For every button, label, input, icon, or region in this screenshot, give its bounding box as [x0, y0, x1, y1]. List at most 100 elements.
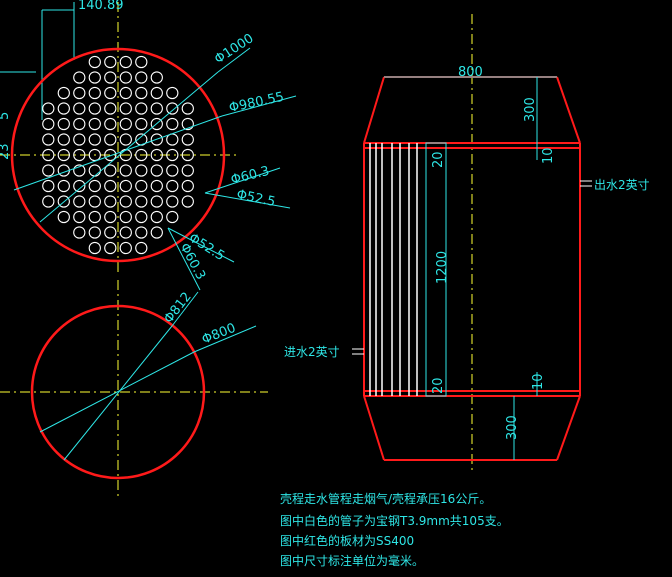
leader-tube-inner — [204, 192, 291, 209]
left-partial-label-1: 5 — [0, 112, 12, 120]
tube-hole — [135, 164, 148, 177]
top-cone-right — [556, 76, 581, 144]
tube-hole-grid — [42, 55, 194, 255]
label-top-gap: 10 — [541, 147, 556, 164]
label-bottom-plate: 20 — [431, 377, 446, 394]
tube-hole — [88, 179, 101, 193]
tube-hole — [104, 226, 117, 239]
tube-bundle — [369, 143, 418, 396]
tube-hole — [181, 195, 194, 208]
tube-hole — [119, 71, 132, 84]
tube-hole — [150, 195, 163, 208]
shell-end-view: Φ812 Φ800 — [0, 280, 268, 500]
tube-hole — [57, 179, 70, 193]
tube-hole — [104, 102, 117, 115]
tube-hole — [166, 195, 179, 208]
tube-hole — [104, 71, 117, 84]
tube-hole — [88, 86, 101, 100]
label-bottom-cone: 300 — [505, 415, 520, 440]
tube-hole — [73, 210, 86, 224]
tube-hole — [119, 179, 132, 193]
tube-hole — [104, 210, 117, 224]
note-line-3: 图中红色的板材为SS400 — [280, 533, 414, 548]
tube-hole — [135, 86, 148, 100]
tube-hole — [57, 210, 70, 224]
tube-hole — [73, 133, 86, 146]
tube-hole — [73, 226, 86, 239]
leader-d-inner-tail — [221, 95, 297, 117]
label-tube-inner: Φ52.5 — [235, 187, 276, 210]
label-d-outer: Φ1000 — [212, 31, 257, 67]
label-outlet: 出水2英寸 — [594, 178, 650, 192]
tube-hole — [150, 71, 163, 84]
tube-hole — [57, 148, 70, 162]
tube-hole — [42, 179, 55, 193]
tube-hole — [88, 148, 101, 162]
tube-hole — [119, 195, 132, 208]
tube-hole — [104, 86, 117, 100]
tube-hole — [88, 55, 101, 69]
notes-block: 壳程走水管程走烟气/壳程承压16公斤。 图中白色的管子为宝钢T3.9mm共105… — [280, 491, 509, 568]
leader-tube-outer-b — [167, 227, 201, 291]
tube-hole — [150, 210, 163, 224]
tube-hole — [150, 164, 163, 177]
tube-hole — [88, 102, 101, 115]
label-shell-a: Φ812 — [161, 290, 194, 327]
tube-hole — [57, 133, 70, 146]
tube-hole — [88, 195, 101, 208]
tube-hole — [150, 117, 163, 131]
tube-sheet-view: 140.89 5 23 Φ1000 Φ980.55 Φ60.3 Φ52.5 Φ5… — [0, 0, 297, 291]
tube-hole — [73, 164, 86, 177]
tube-hole — [57, 195, 70, 208]
tube-hole — [73, 148, 86, 162]
leader-shell-a-tail — [171, 291, 199, 327]
tube-hole — [135, 210, 148, 224]
label-top-cone: 300 — [523, 97, 538, 122]
leader-tube-outer — [204, 167, 281, 194]
tube-hole — [104, 55, 117, 69]
tube-hole — [73, 71, 86, 84]
tube-hole — [104, 179, 117, 193]
tube-hole — [135, 195, 148, 208]
tube-hole — [119, 210, 132, 224]
leader-d-outer — [39, 71, 219, 223]
tube-hole — [42, 117, 55, 131]
tube-hole — [135, 102, 148, 115]
tube-hole — [119, 102, 132, 115]
leader-tube-inner-b — [167, 227, 235, 263]
tube-hole — [88, 241, 101, 255]
tube-hole — [119, 241, 132, 255]
leader-shell-a — [63, 325, 173, 461]
leader-d-outer-tail — [217, 47, 251, 73]
tube-hole — [135, 179, 148, 193]
tube-hole — [104, 241, 117, 255]
top-dim-label: 140.89 — [78, 0, 124, 13]
bottom-cone-right — [556, 395, 581, 461]
tube-hole — [42, 164, 55, 177]
tube-hole — [181, 148, 194, 162]
tube-hole — [181, 102, 194, 115]
label-tube-length: 1200 — [435, 251, 450, 284]
tube-hole — [42, 148, 55, 162]
label-d-inner: Φ980.55 — [228, 90, 286, 116]
tube-hole — [73, 86, 86, 100]
tube-hole — [135, 226, 148, 239]
label-top-plate: 20 — [431, 151, 446, 168]
tube-hole — [181, 179, 194, 193]
tube-hole — [150, 226, 163, 239]
side-elevation-view: 800 300 20 10 1200 20 10 300 出水2英寸 进水2英寸 — [284, 14, 650, 470]
tube-hole — [57, 117, 70, 131]
tube-hole — [166, 148, 179, 162]
tube-hole — [42, 133, 55, 146]
label-tube-outer: Φ60.3 — [229, 164, 271, 188]
shell-end-circle — [30, 304, 206, 480]
tube-hole — [119, 133, 132, 146]
tube-hole — [135, 117, 148, 131]
tube-hole — [119, 117, 132, 131]
tube-hole — [135, 71, 148, 84]
tube-hole — [150, 148, 163, 162]
tube-hole — [166, 164, 179, 177]
leader-d-inner — [13, 115, 223, 191]
tube-hole — [119, 226, 132, 239]
